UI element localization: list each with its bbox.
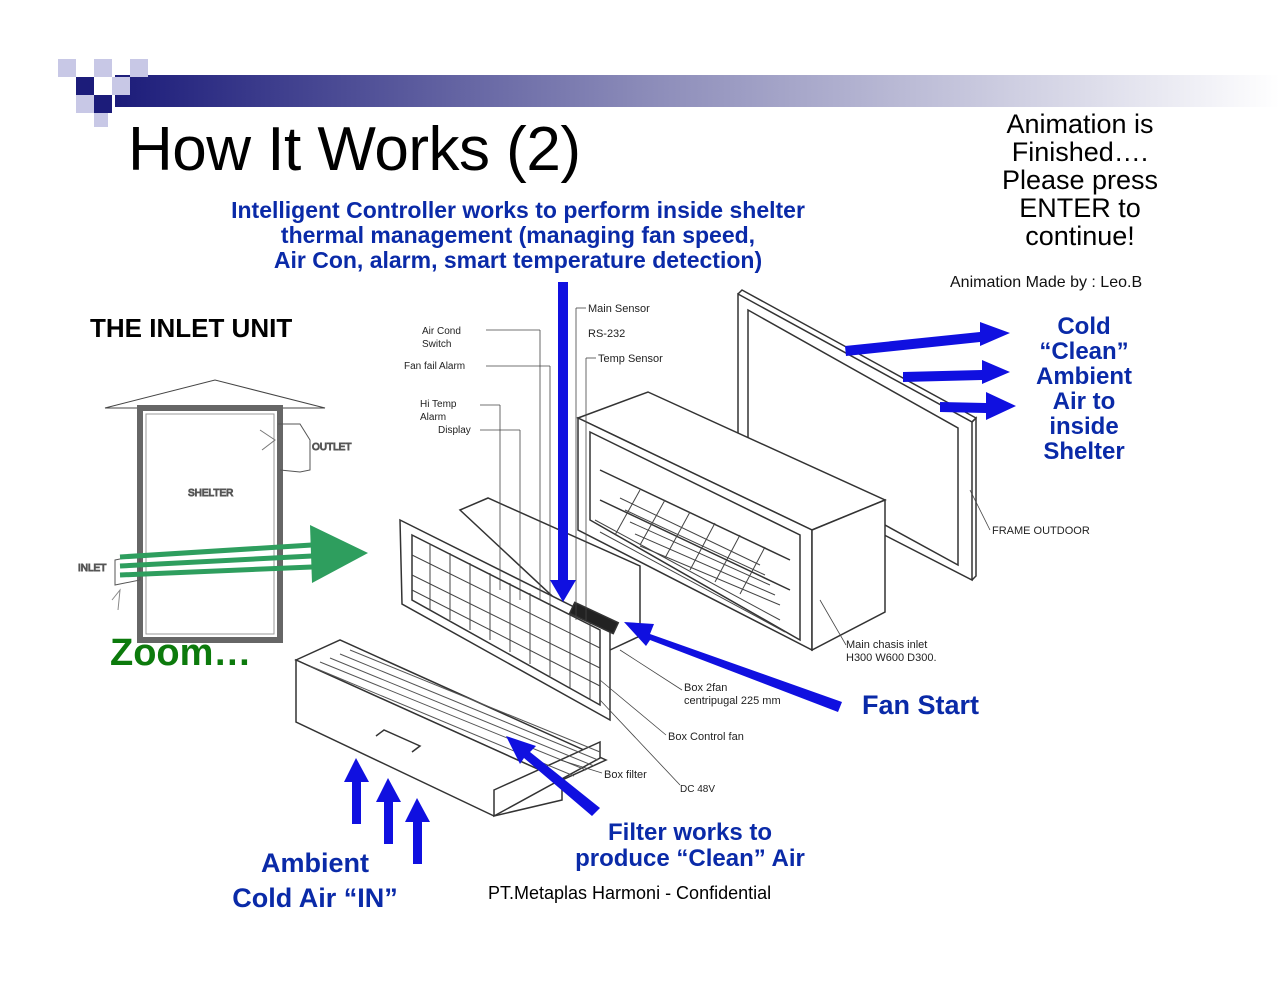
cold-air-arrows (845, 322, 1016, 420)
main-chassis (576, 391, 887, 652)
filter-line: produce “Clean” Air (575, 845, 805, 872)
ambient-air-label: Ambient Cold Air “IN” (205, 846, 425, 916)
animation-notice: Animation is Finished…. Please press ENT… (960, 110, 1200, 250)
intro-line: Intelligent Controller works to perform … (231, 197, 805, 223)
air-cond-switch-label-2: Switch (422, 339, 451, 350)
inlet-label: INLET (78, 563, 106, 574)
shelter-label: SHELTER (188, 488, 233, 499)
cold-air-line: Air to (1052, 388, 1116, 415)
cold-air-line: Ambient (1036, 363, 1132, 390)
ambient-line: Ambient (261, 848, 369, 878)
cold-air-line: Cold (1057, 313, 1111, 340)
temp-sensor-label: Temp Sensor (598, 353, 663, 365)
main-sensor-label: Main Sensor (588, 303, 650, 315)
fan-fail-alarm-label: Fan fail Alarm (404, 361, 465, 372)
hi-temp-alarm-label-2: Alarm (420, 412, 446, 423)
cold-air-line: “Clean” (1039, 338, 1129, 365)
intro-line: thermal management (managing fan speed, (280, 222, 756, 248)
filter-arrow (506, 736, 600, 816)
air-cond-switch-label: Air Cond (422, 326, 461, 337)
shelter-sketch: SHELTER OUTLET INLET (78, 379, 352, 643)
inlet-unit-title: THE INLET UNIT (90, 313, 293, 343)
rs232-label: RS-232 (588, 328, 625, 340)
zoom-label: Zoom… (110, 632, 252, 674)
outlet-label: OUTLET (312, 442, 351, 453)
notice-line: continue! (1025, 221, 1135, 251)
fan-start-label: Fan Start (862, 690, 980, 720)
box-control-fan-label: Box Control fan (668, 731, 744, 743)
notice-line: Finished…. (1011, 137, 1149, 167)
animation-credit: Animation Made by : Leo.B (950, 274, 1143, 291)
ambient-line: Cold Air “IN” (232, 883, 398, 913)
controller-arrow (550, 282, 576, 602)
hi-temp-alarm-label: Hi Temp (420, 399, 457, 410)
frame-outdoor (737, 289, 978, 582)
display-label: Display (438, 425, 471, 436)
notice-line: Animation is (1006, 109, 1154, 139)
box-2fan-label: Box 2fan (684, 682, 727, 694)
filter-label: Filter works to produce “Clean” Air (550, 820, 830, 872)
centrifugal-label: centripugal 225 mm (684, 695, 781, 707)
frame-outdoor-label: FRAME OUTDOOR (992, 525, 1090, 537)
main-chasis-dims-label: H300 W600 D300. (846, 652, 937, 664)
footer-confidential: PT.Metaplas Harmoni - Confidential (488, 883, 772, 903)
notice-line: Please press (1001, 165, 1159, 195)
cold-air-line: Shelter (1043, 438, 1125, 465)
cold-air-label: Cold “Clean” Ambient Air to inside Shelt… (1010, 314, 1158, 464)
cold-air-line: inside (1049, 413, 1119, 440)
controller-description: Intelligent Controller works to perform … (168, 198, 868, 273)
ambient-air-arrows (344, 758, 430, 864)
box-filter-label: Box filter (604, 769, 647, 781)
filter-line: Filter works to (607, 819, 773, 846)
zoom-arrow (119, 525, 368, 583)
fan-start-arrow (624, 622, 842, 712)
dc48v-label: DC 48V (680, 784, 715, 795)
intro-line: Air Con, alarm, smart temperature detect… (273, 247, 763, 273)
main-chasis-label: Main chasis inlet (846, 639, 927, 651)
slide-title: How It Works (2) (128, 115, 581, 184)
notice-line: ENTER to (1019, 193, 1141, 223)
header-bar (58, 59, 1280, 127)
